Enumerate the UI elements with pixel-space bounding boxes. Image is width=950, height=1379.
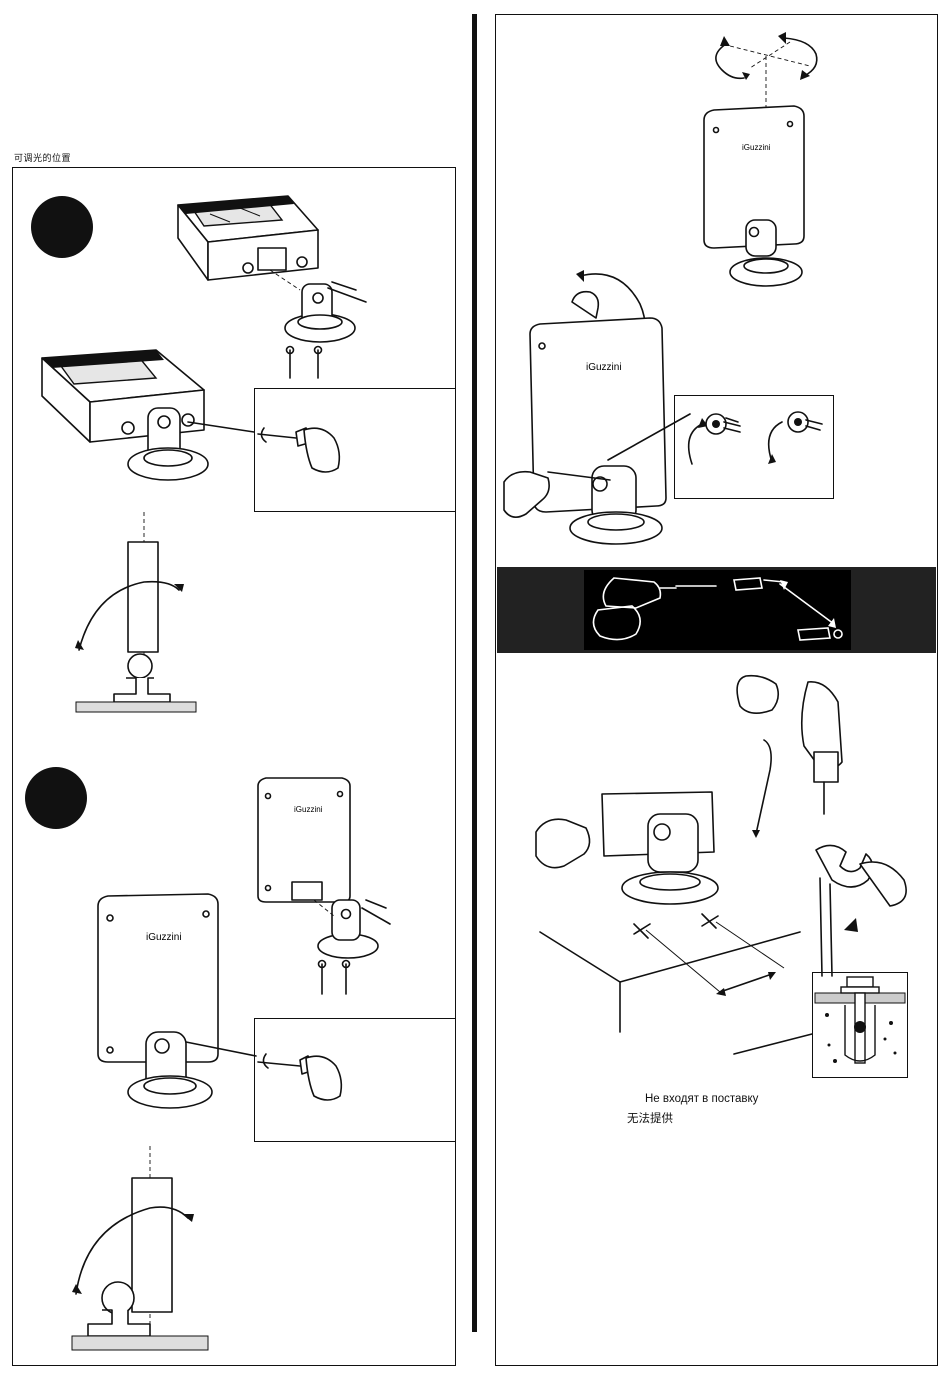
step-marker-2 (25, 767, 87, 829)
screw-rotation-icon (680, 404, 830, 484)
hex-key-icon-2 (256, 1040, 366, 1110)
hex-key-icon (256, 412, 366, 482)
step-marker-1 (31, 196, 93, 258)
section-label: 可调光的位置 (14, 151, 71, 164)
wall-plug-icon (815, 975, 905, 1075)
tilt-angle-diagram-1 (74, 512, 204, 712)
tilt-adjustment-illustration: iGuzzini (500, 266, 690, 556)
brand-logo-4: iGuzzini (586, 362, 622, 373)
tilt-angle-diagram-2 (66, 1146, 216, 1356)
drill-icon (584, 570, 851, 650)
rotation-axes-diagram: iGuzzini (690, 32, 840, 302)
brand-logo-2b: iGuzzini (146, 932, 182, 943)
square-floodlight-assembled-illustration (38, 338, 268, 488)
not-supplied-note-ru: Не входят в поставку (645, 1093, 758, 1105)
brand-logo-2a: iGuzzini (294, 805, 323, 814)
not-supplied-note-zh: 无法提供 (627, 1110, 673, 1126)
column-divider (472, 14, 477, 1332)
brand-logo-3: iGuzzini (742, 143, 771, 152)
